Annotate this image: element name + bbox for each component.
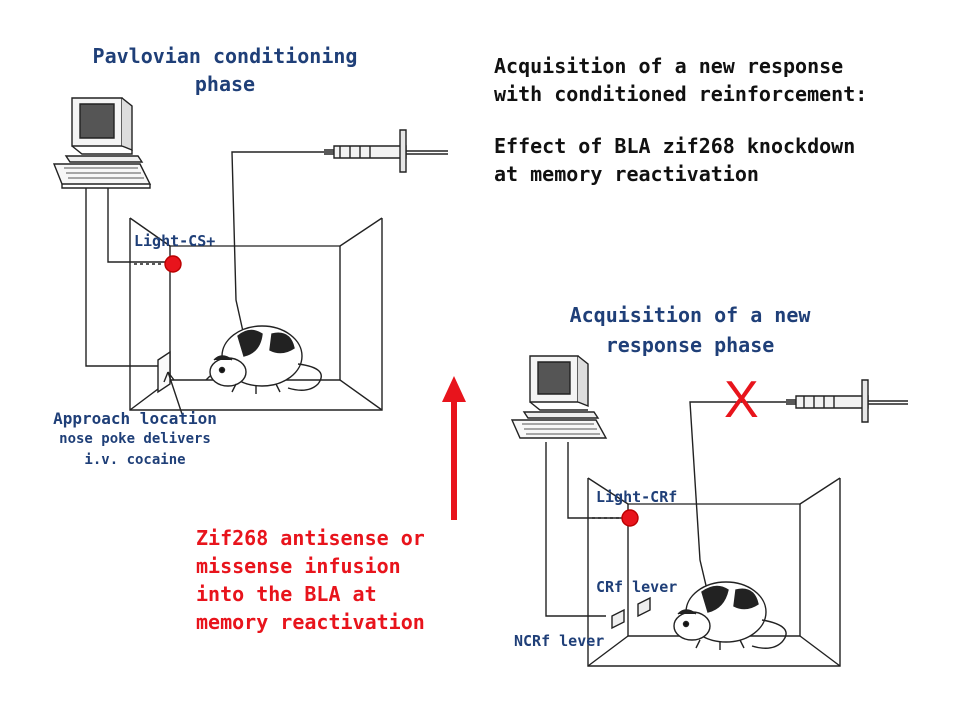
right-panel-title: Acquisition of a new response phase <box>520 300 860 360</box>
left-cable-light <box>107 188 170 263</box>
left-rat <box>205 325 322 394</box>
left-nose-poke <box>157 350 171 394</box>
crf-lever-shape <box>637 596 651 618</box>
infusion-line1: Zif268 antisense or <box>196 526 425 550</box>
right-computer-icon <box>510 355 608 439</box>
left-title-line2: phase <box>194 72 256 96</box>
infusion-line4: memory reactivation <box>196 610 425 634</box>
right-cable-lever <box>545 442 606 617</box>
ncrf-lever-shape <box>611 608 625 630</box>
right-cable-light <box>567 442 626 519</box>
approach-line1: Approach location <box>53 409 217 428</box>
left-cs-light <box>164 255 182 273</box>
left-panel-title: Pavlovian conditioning phase <box>60 42 390 98</box>
description-line4: at memory reactivation <box>494 162 759 186</box>
left-title-line1: Pavlovian conditioning <box>92 44 358 68</box>
right-syringe-icon <box>786 379 908 423</box>
right-title-line2: response phase <box>605 333 775 357</box>
approach-line3: i.v. cocaine <box>84 452 186 468</box>
infusion-line3: into the BLA at <box>196 582 377 606</box>
right-apparatus <box>510 355 908 667</box>
infusion-line2: missense infusion <box>196 554 401 578</box>
right-light-label: Light-CRf <box>596 488 678 506</box>
left-light-label: Light-CS+ <box>134 232 216 250</box>
right-rat <box>673 581 787 650</box>
crf-lever-label: CRf lever <box>596 578 678 596</box>
ncrf-lever-label: NCRf lever <box>514 632 605 650</box>
description-line2: with conditioned reinforcement: <box>494 82 868 106</box>
approach-line2: nose poke delivers <box>59 431 211 447</box>
blocked-infusion-mark: X <box>724 371 759 429</box>
right-crf-light <box>621 509 639 527</box>
description-line1: Acquisition of a new response <box>494 54 844 78</box>
left-cable-poke <box>85 188 160 367</box>
left-computer-icon <box>52 97 152 189</box>
right-infusion-line <box>689 401 796 595</box>
approach-location-label: Approach location nose poke delivers i.v… <box>20 408 250 471</box>
left-syringe-icon <box>324 129 448 173</box>
left-chamber <box>129 217 383 411</box>
left-infusion-line <box>231 151 334 337</box>
experiment-description: Acquisition of a new response with condi… <box>494 52 934 188</box>
infusion-arrow <box>442 376 466 520</box>
right-title-line1: Acquisition of a new <box>569 303 811 327</box>
left-apparatus <box>52 97 448 415</box>
approach-pointer-arrow <box>167 371 183 415</box>
description-line3: Effect of BLA zif268 knockdown <box>494 134 856 158</box>
infusion-description: Zif268 antisense or missense infusion in… <box>196 524 476 636</box>
